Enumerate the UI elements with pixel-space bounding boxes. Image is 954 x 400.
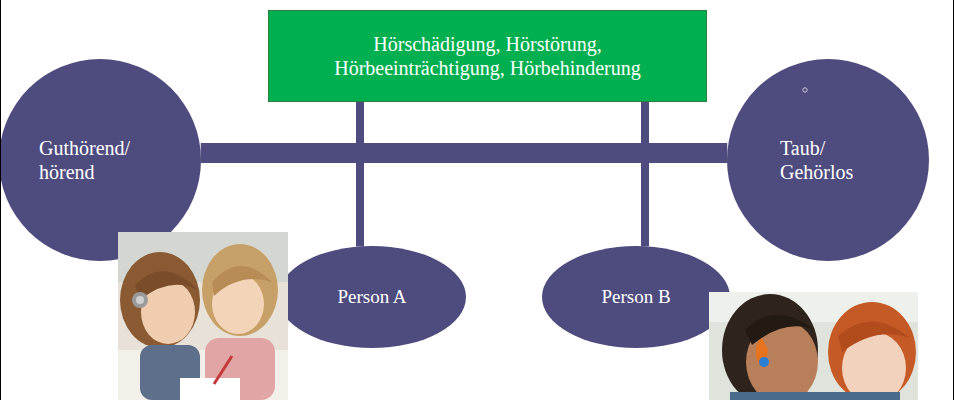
frame-line <box>0 0 1 400</box>
scale-end-circle: Taub/ Gehörlos <box>727 59 929 261</box>
node-label: Person A <box>337 286 406 309</box>
node-label: Taub/ Gehörlos <box>780 136 876 184</box>
text-group: Person A <box>337 286 406 309</box>
ellipse-outline <box>0 59 201 261</box>
ellipse-outline <box>727 59 929 261</box>
scale-end-circle: Guthörend/ hörend <box>0 59 201 261</box>
node-label: Guthörend/ hörend <box>39 136 161 184</box>
connector-line <box>356 102 364 246</box>
small-ring <box>803 88 807 92</box>
text-group: Guthörend/ hörend <box>39 136 161 184</box>
node-label: Person B <box>601 286 670 309</box>
box-outline <box>268 10 707 102</box>
text-group: Person B <box>601 286 670 309</box>
text-group: Hörschädigung, Hörstörung, Hörbeeinträch… <box>308 32 668 80</box>
frame-line <box>953 0 954 400</box>
text-group: Taub/ Gehörlos <box>780 136 876 184</box>
person-ellipse: Person A <box>278 246 466 348</box>
photo-right <box>709 292 918 400</box>
person-ellipse: Person B <box>542 246 730 348</box>
connector-line <box>641 102 649 246</box>
photo-left <box>118 232 288 400</box>
term-box: Hörschädigung, Hörstörung, Hörbeeinträch… <box>268 10 707 102</box>
node-label: Hörschädigung, Hörstörung, Hörbeeinträch… <box>308 32 668 80</box>
